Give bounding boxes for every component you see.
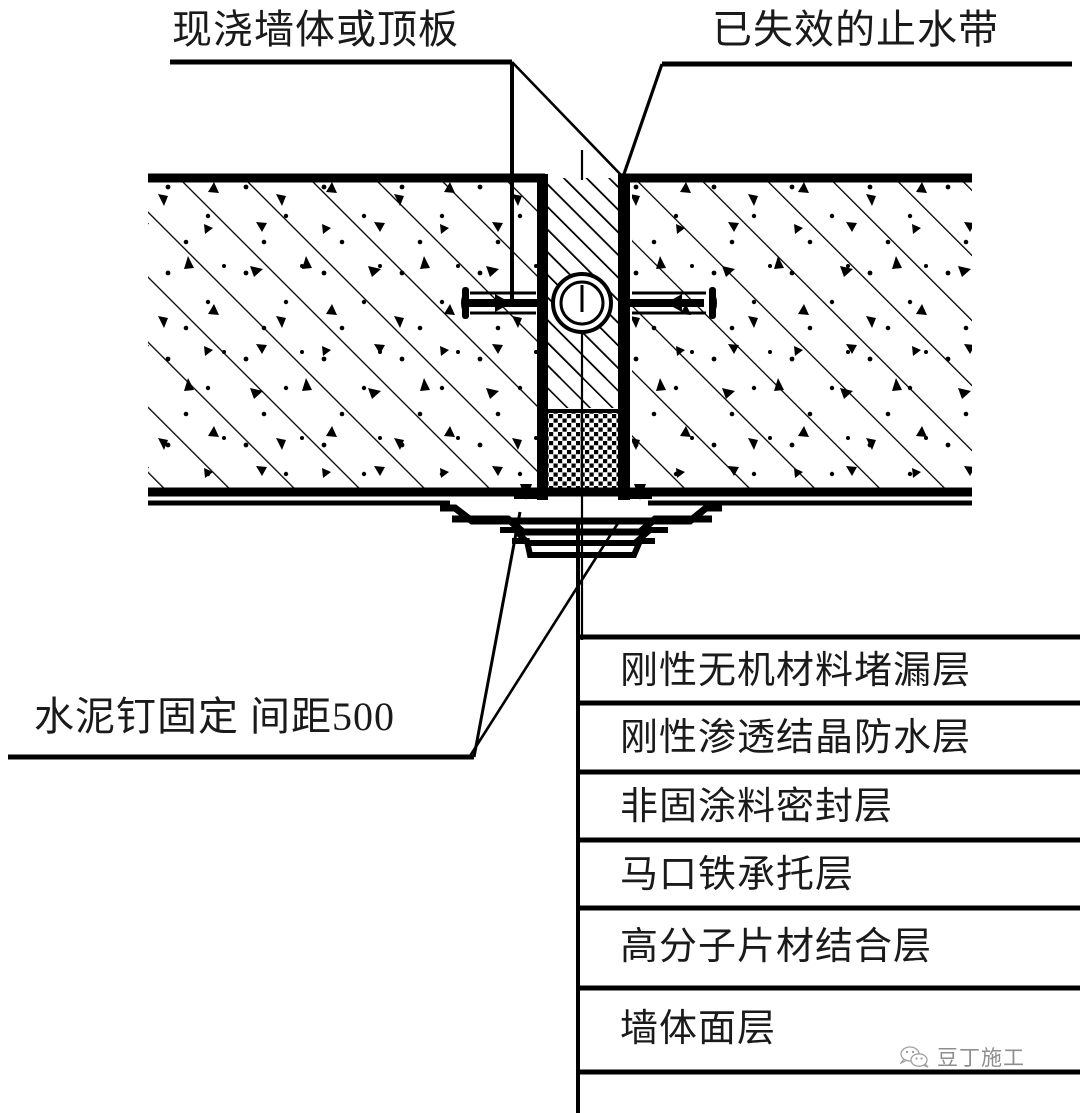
annotation-cast-in-place-wall: 现浇墙体或顶板 bbox=[172, 7, 459, 52]
layer-row-1: 刚性无机材料堵漏层 bbox=[620, 650, 972, 692]
watermark: 豆丁施工 bbox=[900, 1042, 1025, 1072]
leader-layer-table bbox=[468, 519, 622, 1113]
concrete-wall-right bbox=[632, 178, 972, 496]
annotation-failed-waterstop: 已失效的止水带 bbox=[712, 7, 999, 52]
cement-nail-right bbox=[628, 287, 717, 319]
concrete-wall-left bbox=[148, 178, 544, 496]
layer-row-4: 马口铁承托层 bbox=[620, 854, 855, 896]
annotation-cement-nail-spacing: 水泥钉固定 间距500 bbox=[34, 694, 395, 739]
layer-row-3: 非固涂料密封层 bbox=[620, 786, 894, 828]
watermark-text: 豆丁施工 bbox=[937, 1047, 1025, 1070]
leader-top-right bbox=[622, 61, 1072, 175]
joint-right-edge bbox=[618, 174, 630, 500]
layer-row-2: 刚性渗透结晶防水层 bbox=[620, 717, 972, 759]
joint-left-edge bbox=[537, 174, 548, 500]
membrane-anchors bbox=[514, 484, 652, 500]
layer-table-lines bbox=[578, 634, 1080, 1075]
layer-row-5: 高分子片材结合层 bbox=[620, 926, 933, 968]
leader-top-left bbox=[170, 59, 623, 300]
waterstop-circle bbox=[551, 272, 613, 334]
layer-row-6: 墙体面层 bbox=[620, 1008, 777, 1050]
leader-bottom-left bbox=[8, 511, 522, 760]
wechat-icon bbox=[900, 1046, 929, 1068]
cement-nail-left bbox=[461, 287, 540, 319]
